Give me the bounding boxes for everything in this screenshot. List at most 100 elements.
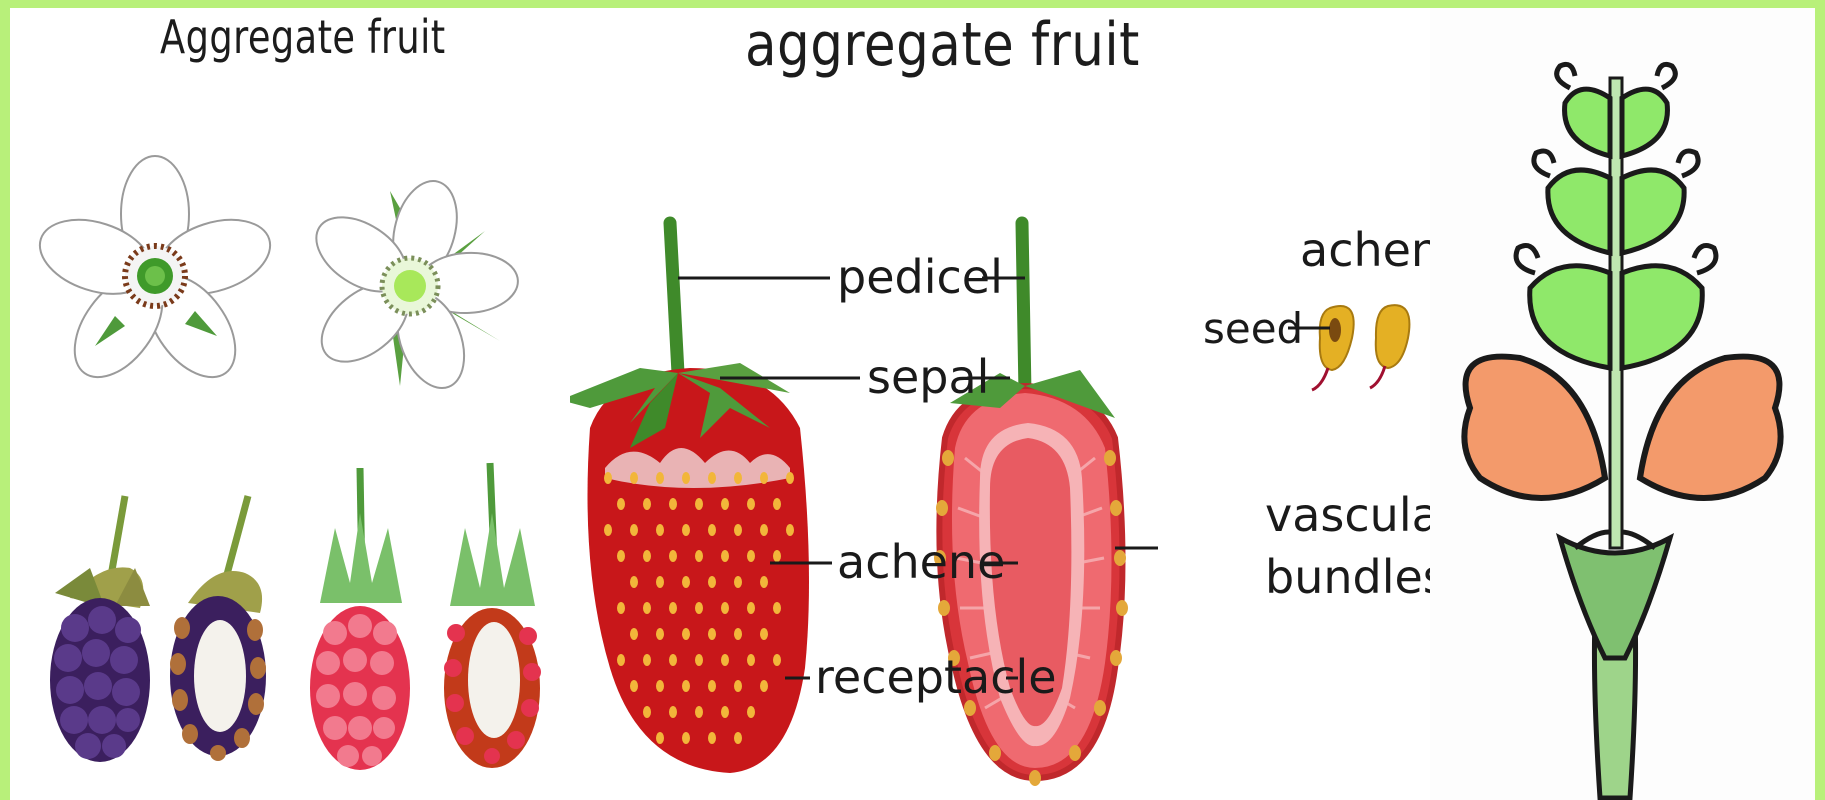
achene-dot — [695, 498, 703, 510]
label-bundles: bundles — [1265, 550, 1430, 604]
achene-dot — [656, 628, 664, 640]
middle-panel: aggregate fruit — [570, 8, 1430, 800]
achene-dot — [734, 732, 742, 744]
achene-dot — [630, 576, 638, 588]
achene-dot — [630, 628, 638, 640]
label-achene-top: achene — [1300, 223, 1430, 277]
label-vascular: vascular — [1265, 488, 1430, 542]
right-panel — [1430, 8, 1815, 800]
label-achene: achene — [837, 535, 1005, 589]
raspberry-whole — [310, 468, 410, 770]
aggregate-flower-section-illustration — [1430, 8, 1815, 800]
achene-dot — [617, 654, 625, 666]
achene-dot — [773, 498, 781, 510]
achene-dot — [773, 602, 781, 614]
raspberry-cut — [444, 463, 541, 768]
achene-edge-dot — [1110, 650, 1122, 666]
achene-dot — [656, 732, 664, 744]
achene-dot — [643, 550, 651, 562]
blackberry-whole — [50, 496, 150, 762]
achene-dot — [760, 576, 768, 588]
achene-dot — [695, 706, 703, 718]
achene-dot — [617, 550, 625, 562]
achene-dot — [708, 524, 716, 536]
achene-dot — [747, 602, 755, 614]
achene-dot — [721, 498, 729, 510]
achene-dot — [604, 524, 612, 536]
achene-dot — [708, 576, 716, 588]
achene-dot — [669, 498, 677, 510]
image-frame: Aggregate fruit — [10, 8, 1815, 800]
achene-dot — [747, 654, 755, 666]
blackberry-cut — [170, 496, 266, 761]
achene-dot — [656, 472, 664, 484]
label-seed: seed — [1203, 304, 1303, 353]
achene-dot — [708, 628, 716, 640]
achene-dot — [760, 524, 768, 536]
achene-dot — [643, 654, 651, 666]
achene-dot — [682, 472, 690, 484]
achene-dot — [656, 524, 664, 536]
achene-dot — [682, 680, 690, 692]
achene-dot — [643, 602, 651, 614]
achene-dot — [630, 472, 638, 484]
achene-dot — [682, 628, 690, 640]
label-sepal: sepal — [867, 350, 989, 404]
achene-edge-dot — [1029, 770, 1041, 786]
achene-dot — [695, 550, 703, 562]
achene-dot — [669, 550, 677, 562]
flowers-and-berries-illustration — [10, 8, 570, 800]
label-pedicel: pedicel — [837, 250, 1003, 304]
achene-edge-dot — [1110, 500, 1122, 516]
achene-dot — [695, 602, 703, 614]
achene-dot — [721, 550, 729, 562]
achene-dot — [708, 732, 716, 744]
achene-dot — [656, 680, 664, 692]
achene-dot — [786, 524, 794, 536]
achene-dot — [747, 498, 755, 510]
achene-dot — [669, 602, 677, 614]
label-receptacle: receptacle — [815, 650, 1057, 704]
achene-dot — [721, 602, 729, 614]
achene-edge-dot — [989, 745, 1001, 761]
achene-edge-dot — [942, 450, 954, 466]
achene-dot — [734, 680, 742, 692]
strawberry-whole — [570, 223, 809, 773]
achene-edge-dot — [938, 600, 950, 616]
achene-dot — [760, 680, 768, 692]
achene-dot — [643, 498, 651, 510]
achene-dot — [630, 524, 638, 536]
achene-dot — [656, 576, 664, 588]
achene-dot — [760, 628, 768, 640]
achene-dot — [760, 472, 768, 484]
white-flower-2 — [303, 174, 519, 398]
achene-dot — [734, 524, 742, 536]
achene-dot — [734, 576, 742, 588]
achene-edge-dot — [1116, 600, 1128, 616]
achene-dot — [747, 550, 755, 562]
achene-dot — [682, 732, 690, 744]
achene-dot — [747, 706, 755, 718]
achene-dot — [682, 576, 690, 588]
achene-dot — [708, 680, 716, 692]
white-flower-1 — [30, 156, 279, 393]
achene-edge-dot — [936, 500, 948, 516]
achene-dot — [773, 550, 781, 562]
achene-dot — [682, 524, 690, 536]
achene-dot — [786, 472, 794, 484]
achene-dot — [630, 680, 638, 692]
achene-edge-dot — [1094, 700, 1106, 716]
achene-dot — [734, 472, 742, 484]
achene-dot — [617, 602, 625, 614]
achene-dot — [695, 654, 703, 666]
single-achenes — [1312, 305, 1409, 390]
achene-dot — [721, 654, 729, 666]
achene-dot — [773, 654, 781, 666]
achene-dot — [669, 654, 677, 666]
achene-dot — [604, 472, 612, 484]
achene-dot — [617, 498, 625, 510]
achene-dot — [643, 706, 651, 718]
achene-dot — [708, 472, 716, 484]
strawberry-diagram: pedicel sepal achene receptacle achene s… — [570, 8, 1430, 800]
achene-dot — [721, 706, 729, 718]
